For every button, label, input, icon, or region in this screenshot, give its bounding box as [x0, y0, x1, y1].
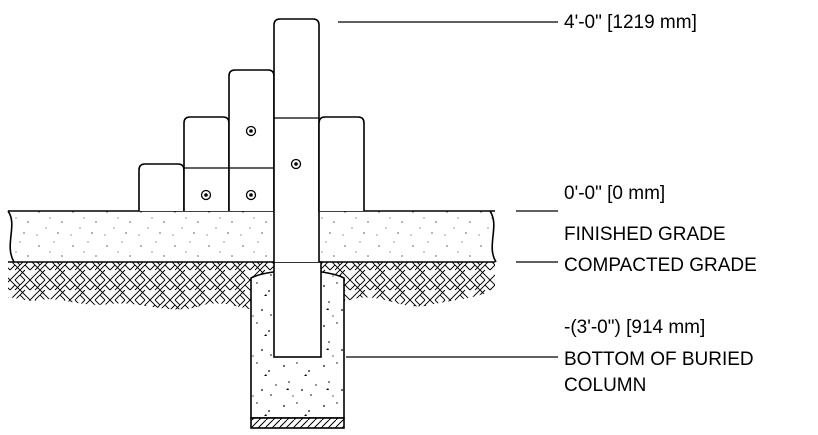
column-lights: [200, 125, 302, 201]
column-3: [228, 69, 275, 211]
bottom-depth-label: -(3'-0") [914 mm]: [564, 317, 705, 338]
bottom-label-line1: BOTTOM OF BURIED: [564, 349, 754, 370]
buried-column: [273, 261, 322, 358]
finished-grade-slab: [7, 210, 497, 263]
column-1: [138, 163, 185, 211]
bollard-columns: [138, 18, 365, 262]
gravel-base: [250, 417, 345, 429]
grade-height-label: 0'-0" [0 mm]: [564, 183, 665, 204]
bottom-label-line2: COLUMN: [564, 375, 646, 396]
column-5: [318, 116, 365, 211]
leader-lines: [338, 21, 558, 358]
top-height-label: 4'-0" [1219 mm]: [564, 12, 697, 33]
compacted-grade-label: COMPACTED GRADE: [564, 255, 757, 276]
column-4: [273, 18, 320, 262]
finished-grade-label: FINISHED GRADE: [564, 224, 726, 245]
